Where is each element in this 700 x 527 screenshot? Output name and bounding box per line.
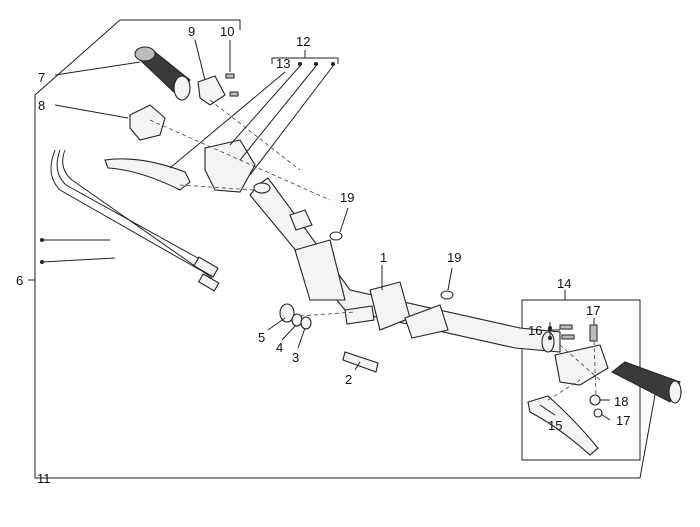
assembly-dashed-lines <box>149 99 601 401</box>
callout-15: 15 <box>548 418 562 433</box>
callout-19b: 19 <box>447 250 461 265</box>
leader-17-bottom <box>600 413 611 421</box>
dot-12a <box>298 62 302 66</box>
circlip-19a <box>329 231 343 241</box>
screw-17-top <box>589 324 598 342</box>
leader-4 <box>281 324 297 341</box>
leader-9 <box>194 39 206 81</box>
left-master-cylinder <box>204 139 256 193</box>
callout-9: 9 <box>188 24 195 39</box>
callout-17-top: 17 <box>586 303 600 318</box>
nut-17-bottom <box>593 408 603 418</box>
circlip-19b <box>440 290 454 300</box>
left-brake-lever <box>104 158 191 191</box>
leader-12b <box>239 65 317 161</box>
callout-5: 5 <box>258 330 265 345</box>
callout-3: 3 <box>292 350 299 365</box>
callout-13: 13 <box>276 56 290 71</box>
callout-16: 16 <box>528 323 542 338</box>
spacer-5 <box>279 303 295 323</box>
nut-18 <box>589 394 601 406</box>
leader-13 <box>169 71 286 169</box>
bolt-2 <box>342 351 379 373</box>
right-grip-end <box>668 380 682 404</box>
screw-10a <box>225 73 235 79</box>
leader-19b <box>447 267 453 291</box>
leader-8 <box>54 104 129 119</box>
callout-19a: 19 <box>340 190 354 205</box>
dot-16a <box>548 326 552 330</box>
right-grip <box>611 361 681 403</box>
callout-10: 10 <box>220 24 234 39</box>
right-master-cylinder <box>554 344 609 386</box>
callout-7: 7 <box>38 70 45 85</box>
dot-12b <box>314 62 318 66</box>
leader-12c <box>249 65 334 176</box>
kit-bracket-left <box>34 19 640 479</box>
callout-14: 14 <box>557 276 571 291</box>
leader-19a <box>339 207 349 233</box>
callout-2: 2 <box>345 372 352 387</box>
leader-3 <box>297 327 306 349</box>
dot-cable-b <box>40 260 44 264</box>
dot-16b <box>548 336 552 340</box>
screw-10b <box>229 91 239 97</box>
leader-5 <box>267 317 286 331</box>
callout-8: 8 <box>38 98 45 113</box>
dot-cable-a <box>40 238 44 242</box>
left-throttle-housing <box>129 104 166 141</box>
screw-16b <box>561 334 575 340</box>
callout-1: 1 <box>380 250 387 265</box>
right-brake-lever <box>527 395 599 456</box>
callout-12: 12 <box>296 34 310 49</box>
callout-18: 18 <box>614 394 628 409</box>
callout-17-bottom: 17 <box>616 413 630 428</box>
clamp-9 <box>197 75 226 106</box>
leader-11-grip <box>639 394 656 479</box>
handlebar-tube <box>249 177 561 353</box>
callout-6: 6 <box>16 273 23 288</box>
washer-3 <box>300 316 312 330</box>
callout-4: 4 <box>276 340 283 355</box>
throttle-cables <box>50 149 220 292</box>
leader-7 <box>54 61 141 76</box>
screw-16a <box>559 324 573 330</box>
callout-11: 11 <box>37 471 51 486</box>
leader-cable-b <box>41 257 116 263</box>
left-grip <box>134 46 191 101</box>
dot-12c <box>331 62 335 66</box>
leader-15 <box>539 404 556 416</box>
leader-12a <box>229 65 301 146</box>
leader-2 <box>354 361 361 371</box>
